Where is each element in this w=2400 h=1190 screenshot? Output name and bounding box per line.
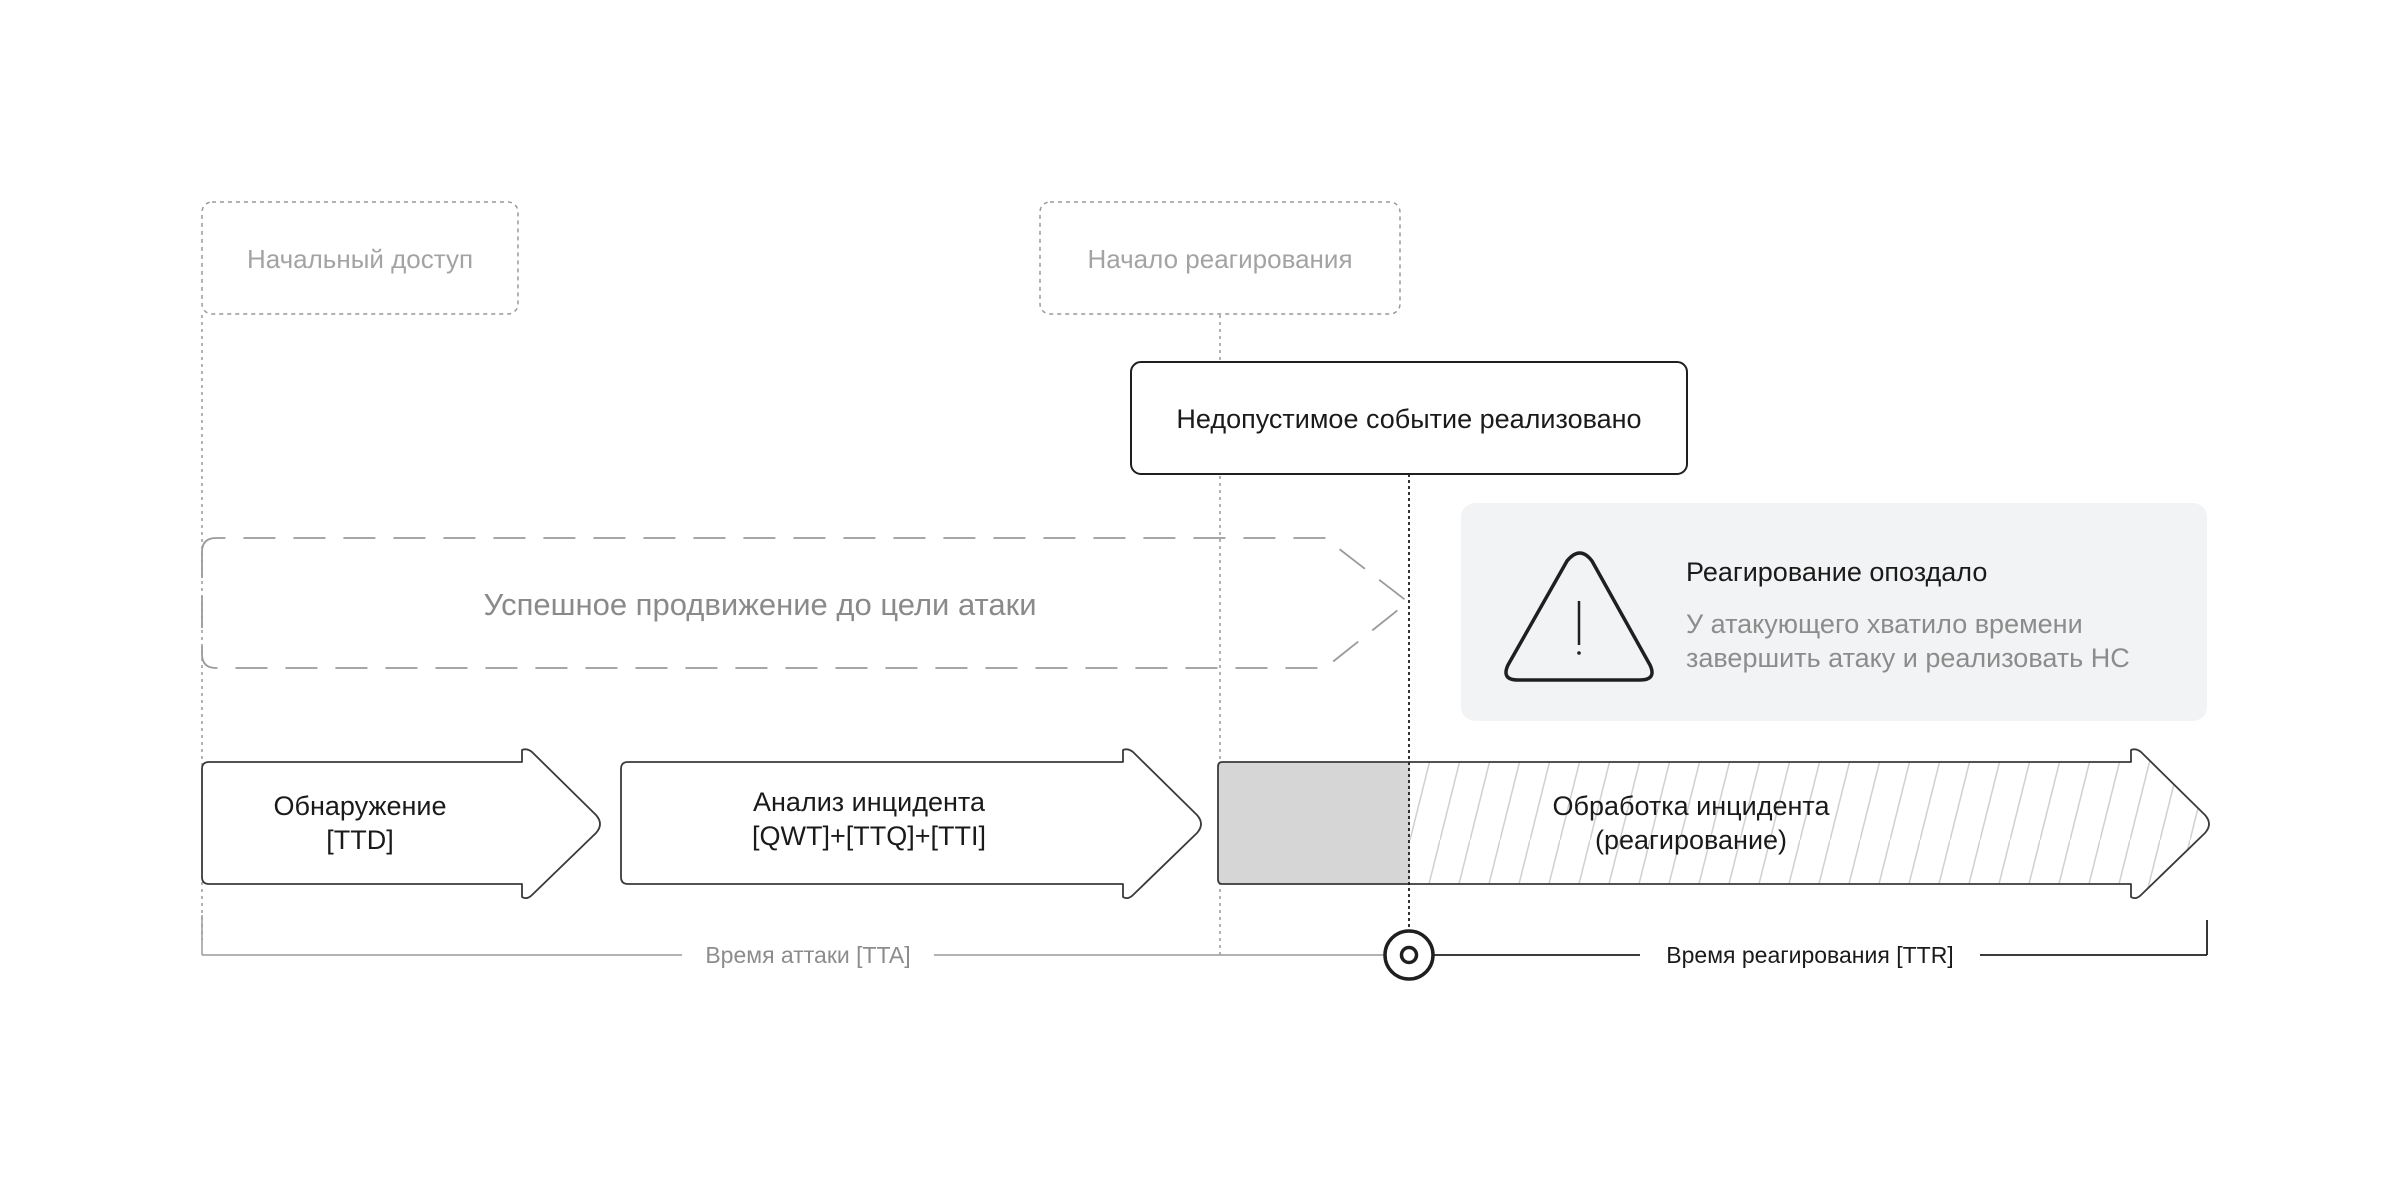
- initial-access-label: Начальный доступ: [247, 244, 473, 274]
- timeline: Время аттаки [TTA] Время реагирования [T…: [201, 915, 2208, 981]
- warning-panel: [1461, 503, 2207, 721]
- detection-label-line-2: [TTD]: [326, 825, 394, 855]
- handling-label-line-2: (реагирование): [1595, 825, 1787, 855]
- detection-arrow-shape: [201, 748, 601, 900]
- warning-triangle-icon: [1504, 551, 1654, 682]
- handling-arrow-shape: [1217, 748, 2210, 900]
- event-marker-icon: [1383, 929, 1435, 981]
- handling-hatch-fill: [1410, 749, 2209, 899]
- warning-title: Реагирование опоздало: [1686, 557, 1987, 587]
- event-realized-label: Недопустимое событие реализовано: [1176, 404, 1641, 434]
- warning-body-line-1: У атакующего хватило времени: [1686, 609, 2083, 639]
- late-response-warning: Реагирование опоздало У атакующего хвати…: [1461, 503, 2207, 721]
- analysis-arrow-shape: [620, 748, 1202, 900]
- analysis-label-line-2: [QWT]+[TTQ]+[TTI]: [752, 821, 986, 851]
- response-time-label: Время реагирования [TTR]: [1666, 942, 1953, 968]
- milestone-event-realized: Недопустимое событие реализовано: [1130, 361, 1688, 475]
- analysis-label-line-1: Анализ инцидента: [753, 787, 986, 817]
- response-start-box: [1039, 201, 1401, 315]
- response-start-label: Начало реагирования: [1087, 244, 1352, 274]
- attack-progress-label: Успешное продвижение до цели атаки: [483, 587, 1036, 622]
- event-realized-box: [1130, 361, 1688, 475]
- phase-analysis-arrow: Анализ инцидента [QWT]+[TTQ]+[TTI]: [620, 748, 1202, 900]
- handling-label-line-1: Обработка инцидента: [1553, 791, 1831, 821]
- handling-elapsed-fill: [1218, 749, 1410, 899]
- milestone-initial-access: Начальный доступ: [201, 201, 519, 315]
- phase-handling-arrow: Обработка инцидента (реагирование): [1217, 748, 2210, 900]
- initial-access-box: [201, 201, 519, 315]
- milestone-response-start: Начало реагирования: [1039, 201, 1401, 315]
- phase-detection-arrow: Обнаружение [TTD]: [201, 748, 601, 900]
- attack-progress-outline: [201, 537, 1410, 669]
- warning-body-line-2: завершить атаку и реализовать НС: [1686, 643, 2130, 673]
- attack-time-label: Время аттаки [TTA]: [705, 942, 910, 968]
- attack-progress-arrow: Успешное продвижение до цели атаки: [201, 537, 1410, 669]
- detection-label-line-1: Обнаружение: [274, 791, 447, 821]
